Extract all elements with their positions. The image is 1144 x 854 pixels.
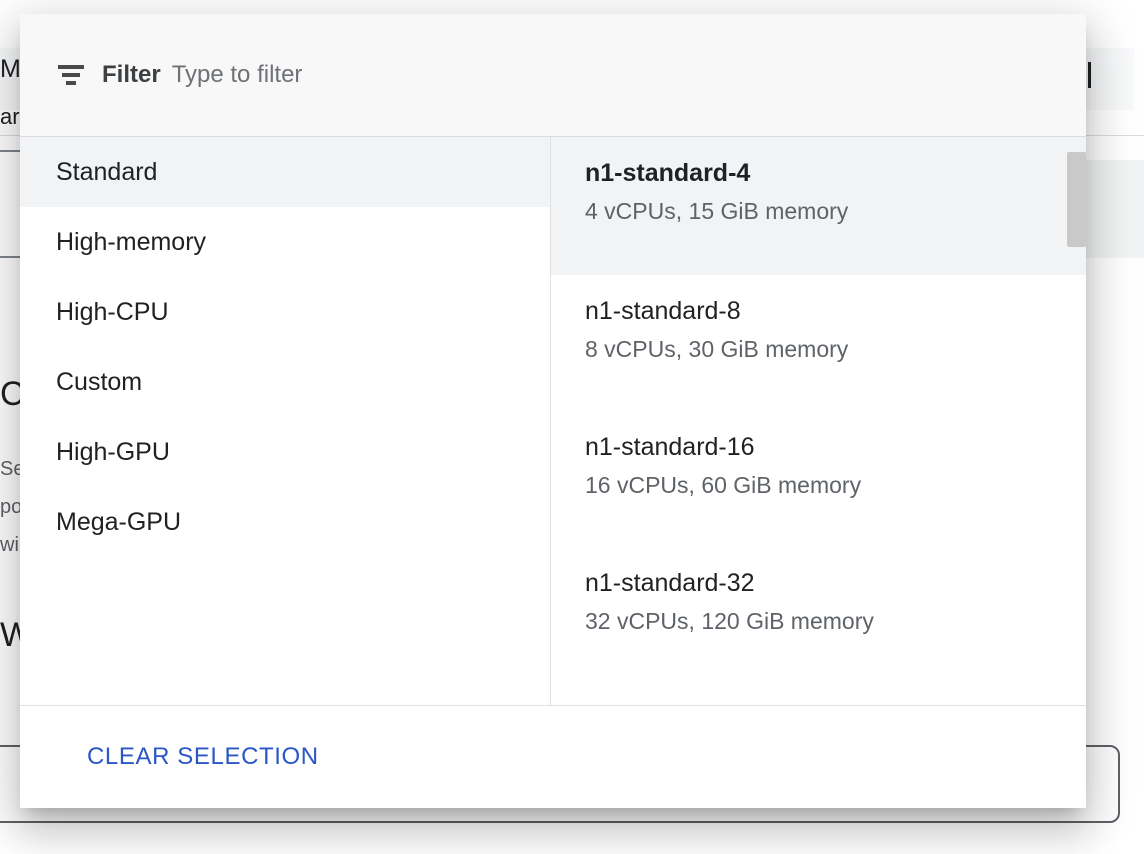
machine-type-name: n1-standard-8 <box>585 297 741 325</box>
machine-type-item[interactable]: n1-standard-32 32 vCPUs, 120 GiB memory <box>551 523 1052 659</box>
machine-type-name: n1-standard-16 <box>585 433 755 461</box>
category-item-mega-gpu[interactable]: Mega-GPU <box>20 487 550 557</box>
category-item-label: High-memory <box>56 227 207 256</box>
category-item-label: Standard <box>56 157 158 186</box>
machine-type-item[interactable]: n1-standard-8 8 vCPUs, 30 GiB memory <box>551 275 1052 387</box>
filter-list-icon <box>56 60 86 90</box>
machine-type-description: 32 vCPUs, 120 GiB memory <box>585 608 874 634</box>
machine-type-description: 8 vCPUs, 30 GiB memory <box>585 336 849 362</box>
category-item-label: High-CPU <box>56 297 169 326</box>
category-item-high-gpu[interactable]: High-GPU <box>20 417 550 487</box>
machine-type-description: 4 vCPUs, 15 GiB memory <box>585 198 849 224</box>
machine-type-scrollbar-track[interactable] <box>1067 137 1086 705</box>
machine-type-picker-dialog: Filter Standard High-memory High-CPU Cus… <box>20 14 1086 808</box>
background-text-caret <box>1088 62 1091 88</box>
category-item-standard[interactable]: Standard <box>20 137 550 207</box>
category-item-label: Custom <box>56 367 143 396</box>
category-item-high-memory[interactable]: High-memory <box>20 207 550 277</box>
clear-selection-button[interactable]: CLEAR SELECTION <box>81 733 325 781</box>
filter-label: Filter <box>102 61 161 88</box>
machine-type-item[interactable]: n1-standard-4 4 vCPUs, 15 GiB memory <box>551 137 1086 275</box>
machine-type-name: n1-standard-32 <box>585 569 755 597</box>
machine-type-list: n1-standard-4 4 vCPUs, 15 GiB memory n1-… <box>551 137 1086 705</box>
dialog-footer: CLEAR SELECTION <box>20 705 1086 808</box>
category-item-high-cpu[interactable]: High-CPU <box>20 277 550 347</box>
category-item-custom[interactable]: Custom <box>20 347 550 417</box>
category-list: Standard High-memory High-CPU Custom Hig… <box>20 137 551 705</box>
category-item-label: Mega-GPU <box>56 507 182 536</box>
machine-type-scrollbar-thumb[interactable] <box>1067 152 1086 247</box>
machine-type-item[interactable]: n1-standard-16 16 vCPUs, 60 GiB memory <box>551 387 1052 523</box>
filter-input[interactable] <box>171 59 1050 91</box>
category-item-label: High-GPU <box>56 437 170 466</box>
filter-bar[interactable]: Filter <box>20 14 1086 137</box>
dialog-body: Standard High-memory High-CPU Custom Hig… <box>20 137 1086 705</box>
machine-type-name: n1-standard-4 <box>585 159 751 187</box>
machine-type-description: 16 vCPUs, 60 GiB memory <box>585 472 862 498</box>
